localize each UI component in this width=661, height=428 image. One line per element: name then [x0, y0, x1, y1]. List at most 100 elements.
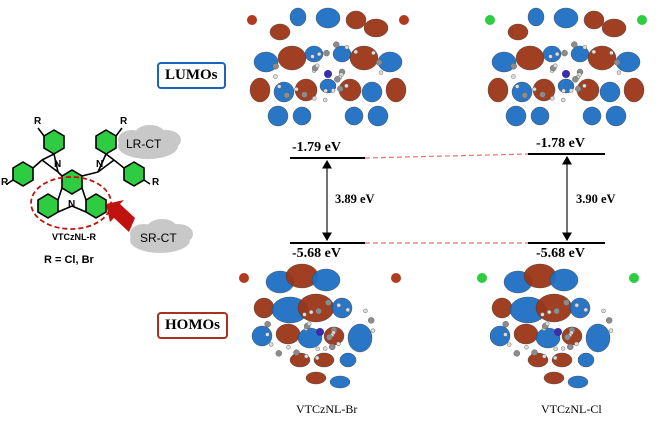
orbital-isosurface-icon	[515, 45, 545, 71]
atom-sphere	[553, 355, 558, 361]
orbital-isosurface-icon	[535, 327, 561, 349]
orbital-isosurface-icon	[583, 10, 605, 30]
orbital-isosurface-icon	[297, 327, 323, 349]
atom-sphere	[375, 59, 383, 66]
atom-sphere	[353, 49, 358, 55]
atom-sphere	[370, 328, 376, 333]
atom-sphere	[521, 92, 529, 99]
nitrogen-sphere	[316, 328, 324, 336]
substituent-r: R	[34, 116, 42, 127]
atom-sphere	[555, 51, 560, 57]
atom-sphere	[315, 307, 322, 315]
orbital-isosurface-icon	[535, 293, 573, 323]
substituent-note: R = Cl, Br	[44, 254, 94, 266]
halogen-sphere	[391, 273, 401, 283]
cloud-icon	[130, 219, 193, 253]
atom-sphere	[323, 49, 330, 57]
benzene-ring-icon	[43, 129, 65, 155]
atom-sphere	[273, 74, 278, 79]
halogen-sphere	[637, 15, 647, 25]
orbital-isosurfaces	[239, 7, 647, 389]
atom-sphere	[265, 332, 270, 337]
orbital-isosurface-icon	[339, 352, 357, 368]
orbital-isosurface-icon	[491, 297, 513, 319]
substituent-r: R	[1, 177, 9, 188]
atom-sphere	[336, 341, 341, 347]
atom-sphere	[532, 87, 537, 92]
atom-sphere	[307, 321, 312, 326]
atom-sphere	[524, 345, 529, 350]
orbital-isosurface-icon	[304, 45, 324, 63]
atom-sphere	[540, 312, 545, 317]
substituent-r: R	[152, 177, 160, 188]
orbital-isosurface-icon	[251, 325, 273, 347]
orbital-isosurface-icon	[487, 77, 509, 103]
atom-sphere	[336, 303, 341, 308]
orbital-isosurface-icon	[605, 105, 627, 127]
cloud-icon	[118, 125, 181, 159]
lumo-connector	[364, 153, 529, 159]
halogen-sphere	[477, 273, 487, 283]
orbital-isosurface-icon	[277, 45, 307, 71]
atom-sphere	[323, 88, 328, 94]
atom-sphere	[561, 49, 568, 57]
benzene-ring-icon	[85, 193, 107, 219]
atom-sphere	[275, 350, 283, 357]
atom-sphere	[304, 354, 309, 359]
orbital-isosurface-icon	[311, 268, 341, 292]
atom-sphere	[264, 320, 271, 328]
atom-sphere	[367, 317, 375, 324]
molecule-name: VTCzNL-R	[52, 232, 96, 242]
atom-sphere	[561, 88, 566, 94]
atom-sphere	[286, 345, 291, 350]
orbital-isosurface-icon	[601, 18, 627, 38]
orbital-isosurface-icon	[507, 23, 529, 41]
gap-arrow-br	[322, 159, 332, 242]
halogen-sphere	[485, 15, 495, 25]
atom-sphere	[317, 51, 322, 57]
atom-sphere	[330, 88, 336, 93]
atom-sphere	[322, 346, 328, 351]
benzene-ring-icon	[95, 129, 117, 155]
atom-sphere	[550, 96, 555, 101]
orbital-isosurface-icon	[344, 106, 364, 126]
lumo-label-box: LUMOs	[157, 62, 226, 89]
orbital-isosurface-icon	[361, 81, 383, 103]
halogen-sphere	[239, 273, 249, 283]
benzene-ring-icon	[37, 193, 59, 219]
halogen-sphere	[399, 15, 409, 25]
orbital-isosurface-icon	[569, 297, 591, 319]
orbital-isosurface-icon	[331, 297, 353, 319]
lr-ct-label: LR-CT	[126, 137, 162, 151]
atom-sphere	[513, 350, 521, 357]
atom-sphere	[315, 355, 320, 361]
orbital-isosurface-icon	[292, 106, 312, 126]
orbital-isosurface-icon	[530, 106, 550, 126]
atom-sphere	[548, 54, 553, 59]
orbital-isosurface-icon	[542, 45, 562, 63]
halogen-sphere	[247, 15, 257, 25]
atom-sphere	[561, 97, 566, 103]
orbital-isosurface-icon	[297, 293, 335, 323]
atom-sphere	[503, 332, 508, 337]
atom-sphere	[574, 341, 579, 347]
nitrogen-sphere	[324, 70, 332, 78]
atom-sphere	[575, 85, 582, 93]
orbital-isosurface-icon	[585, 323, 611, 353]
atom-sphere	[613, 59, 621, 66]
atom-sphere	[583, 307, 588, 313]
orbital-isosurface-icon	[253, 51, 279, 73]
atom-sphere	[582, 83, 587, 89]
nitrogen-atom: N	[96, 159, 104, 170]
atom-sphere	[571, 41, 578, 48]
orbital-isosurface-icon	[273, 81, 295, 103]
atom-sphere	[310, 54, 315, 59]
caption-cl: VTCzNL-Cl	[541, 402, 602, 416]
orbital-isosurface-icon	[599, 81, 621, 103]
atom-sphere	[334, 76, 341, 83]
arrow-icon	[106, 200, 135, 232]
atom-sphere	[582, 45, 587, 50]
orbital-isosurface-icon	[269, 23, 291, 41]
benzene-ring-icon	[123, 161, 145, 187]
